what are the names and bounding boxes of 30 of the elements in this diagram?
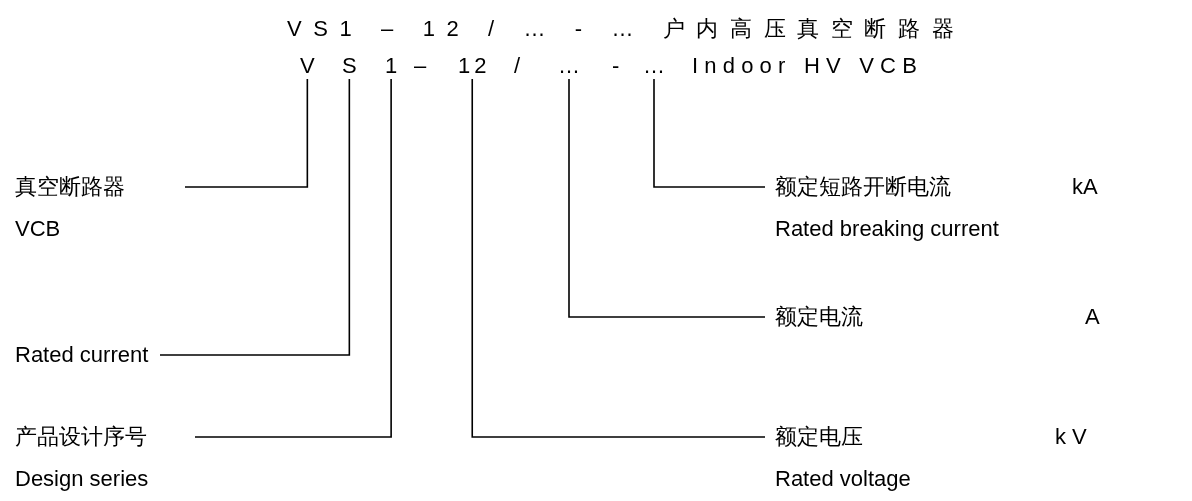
chinese-caption: 额定电压 — [775, 424, 863, 450]
chinese-caption: 真空断路器 — [15, 174, 125, 200]
designation-code-part: 12 — [458, 53, 491, 79]
designation-heading: VS1 – 12 / … - … 户内高压真空断路器 — [287, 16, 966, 42]
unit-label: A — [1085, 304, 1100, 330]
designation-code-part: 1 — [385, 53, 402, 79]
designation-text: / — [514, 53, 521, 79]
leader-line — [653, 78, 766, 188]
english-caption: Rated current — [15, 342, 149, 368]
designation-code-part: … — [558, 53, 584, 79]
chinese-caption: 产品设计序号 — [15, 424, 147, 450]
designation-code-part: … — [643, 53, 669, 79]
leader-line — [471, 78, 766, 438]
english-caption: VCB — [15, 216, 61, 242]
designation-text: Indoor HV VCB — [692, 53, 923, 79]
leader-line — [159, 78, 351, 356]
chinese-caption: 额定电流 — [775, 304, 863, 330]
leader-line — [194, 78, 392, 438]
leader-line — [568, 78, 766, 318]
designation-text: – — [414, 53, 427, 79]
designation-code-part: S — [342, 53, 361, 79]
unit-label: kA — [1072, 174, 1098, 200]
designation-text: - — [612, 53, 620, 79]
chinese-caption: 额定短路开断电流 — [775, 174, 951, 200]
english-caption: Rated voltage — [775, 466, 911, 492]
leader-line — [184, 78, 309, 188]
english-caption: Design series — [15, 466, 149, 492]
designation-code-part: V — [300, 53, 319, 79]
english-caption: Rated breaking current — [775, 216, 999, 242]
unit-label: k V — [1055, 424, 1087, 450]
